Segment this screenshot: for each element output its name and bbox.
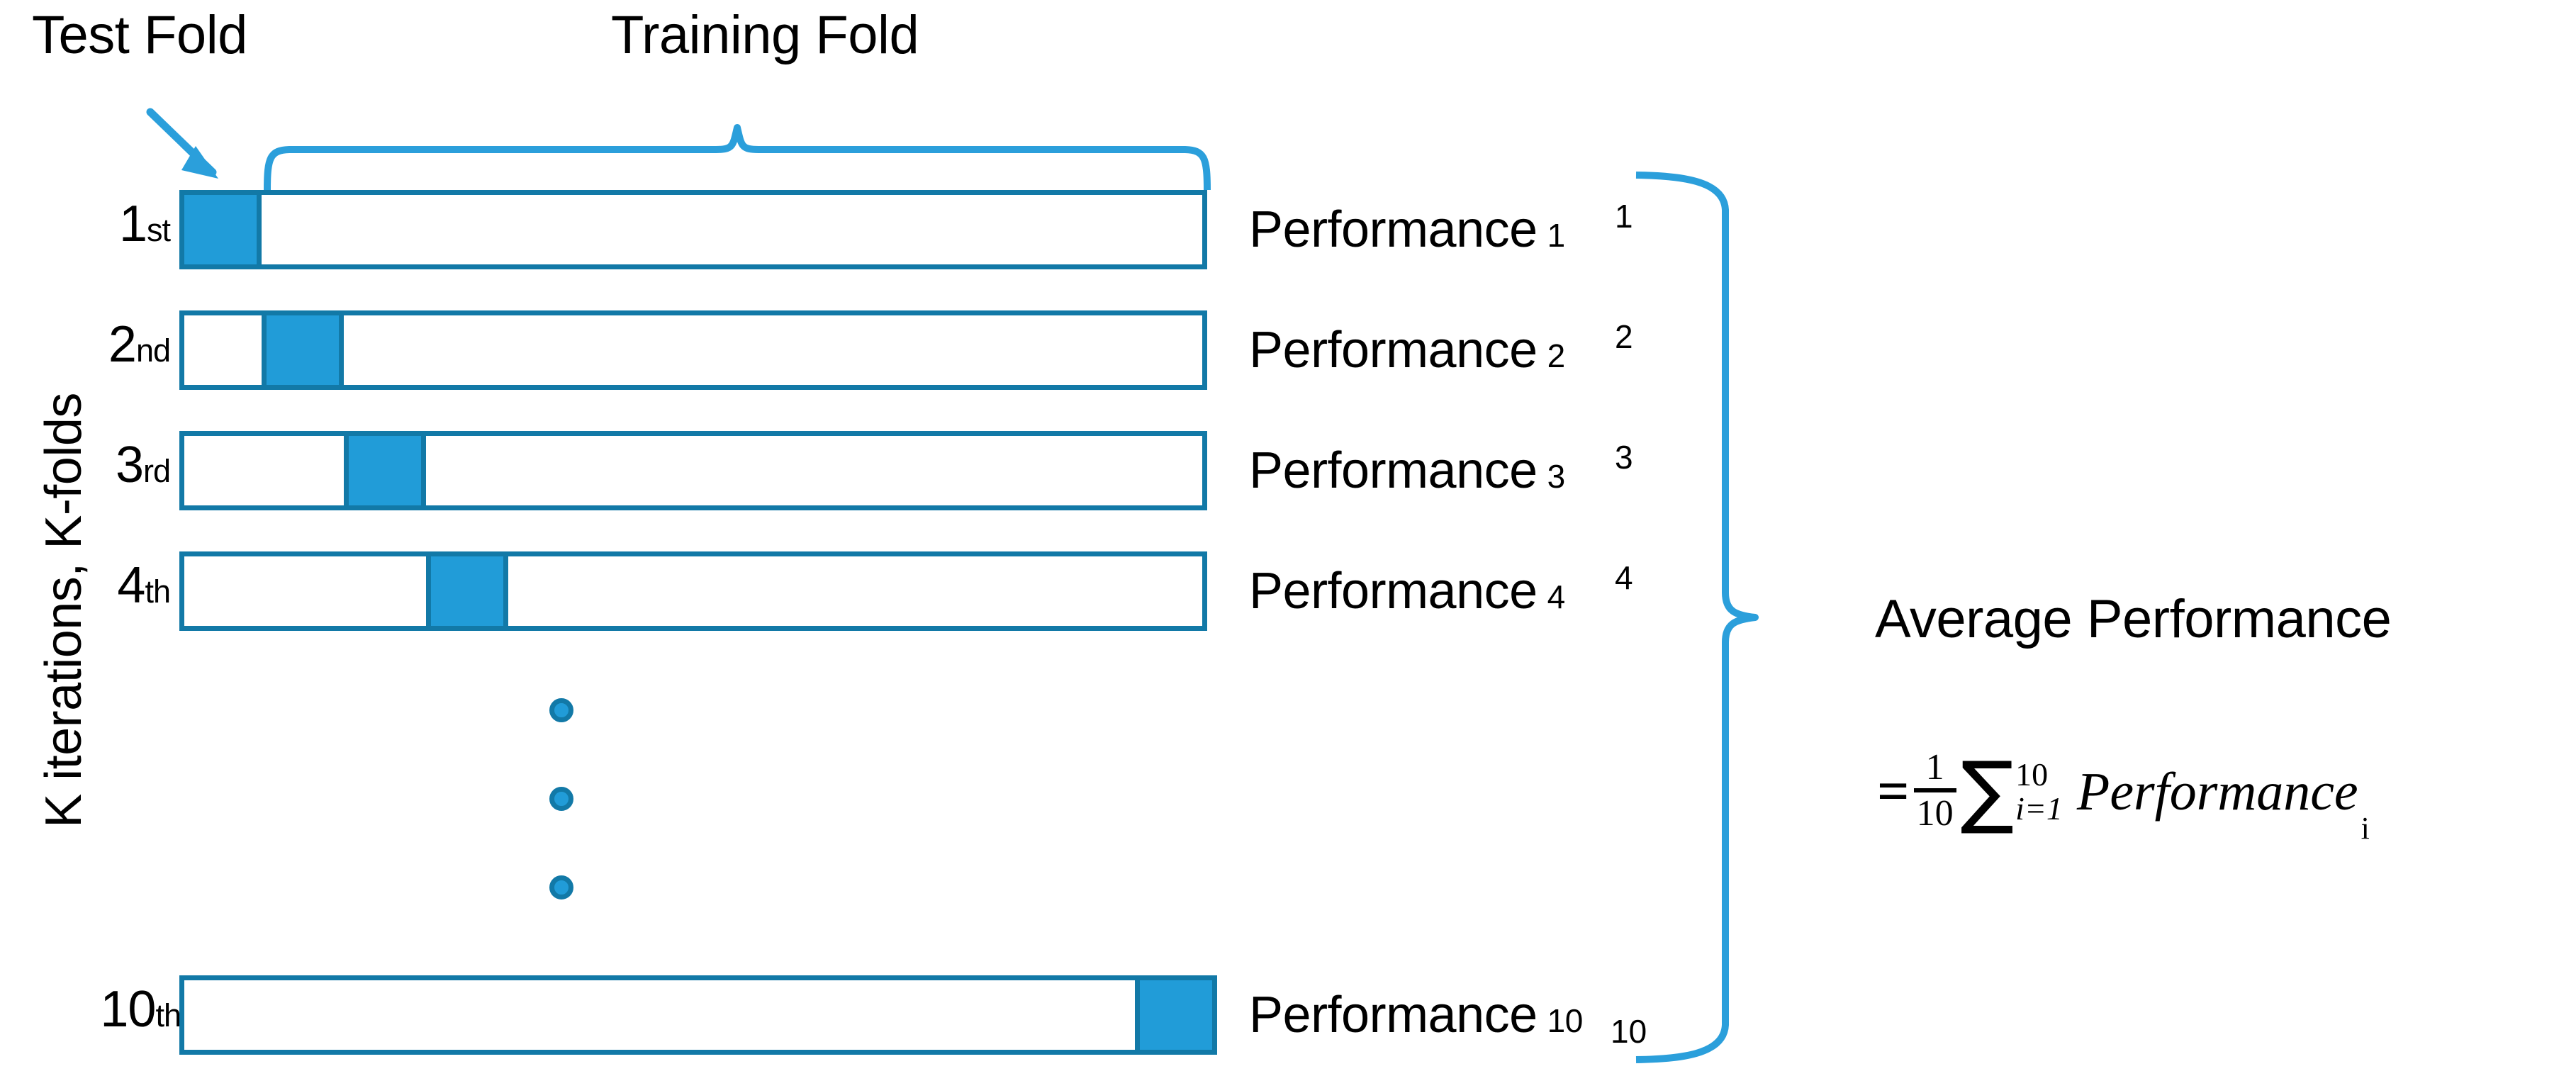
test-fold-arrow bbox=[146, 108, 218, 179]
brace-tick-2: 2 bbox=[1615, 318, 1633, 355]
row-number-10: 10 bbox=[100, 981, 156, 1038]
row-label-2: 2nd bbox=[28, 316, 171, 373]
training-fold-brace bbox=[264, 124, 1211, 191]
average-performance-brace bbox=[1635, 172, 1759, 1063]
row-ordinal-2: nd bbox=[135, 332, 171, 369]
ellipsis-dot-3 bbox=[549, 875, 573, 900]
performance-text-10: Performance bbox=[1249, 987, 1538, 1043]
formula-fraction: 1 10 bbox=[1913, 747, 1956, 834]
fold-bar-row-4 bbox=[179, 551, 1207, 631]
performance-text-3: Performance bbox=[1249, 442, 1538, 499]
average-performance-formula: = 1 10 ∑ 10 i=1 Performance i bbox=[1877, 745, 2370, 846]
formula-denominator: 10 bbox=[1916, 793, 1954, 834]
brace-tick-4: 4 bbox=[1615, 559, 1633, 596]
test-fold-label: Test Fold bbox=[32, 5, 247, 65]
formula-equals: = bbox=[1877, 760, 1910, 823]
row-label-4: 4th bbox=[28, 557, 171, 614]
row-number-2: 2 bbox=[108, 316, 137, 373]
row-ordinal-3: rd bbox=[142, 453, 171, 489]
formula-term: Performance bbox=[2076, 761, 2358, 822]
row-number-1: 1 bbox=[118, 196, 147, 252]
test-fold-cell-row-2 bbox=[262, 310, 344, 390]
test-fold-cell-row-10 bbox=[1135, 975, 1217, 1055]
formula-term-subscript: i bbox=[2361, 811, 2370, 846]
fold-bar-row-10 bbox=[179, 975, 1217, 1055]
row-ordinal-1: st bbox=[146, 212, 171, 248]
row-ordinal-10: th bbox=[155, 997, 181, 1033]
test-fold-cell-row-1 bbox=[179, 190, 262, 269]
sigma-icon: ∑ bbox=[1960, 745, 2015, 838]
performance-subscript-2: 2 bbox=[1547, 337, 1566, 374]
row-number-3: 3 bbox=[115, 437, 144, 493]
formula-limits: 10 i=1 bbox=[2015, 756, 2063, 827]
formula-summation: ∑ 10 i=1 bbox=[1960, 745, 2063, 838]
brace-tick-1: 1 bbox=[1615, 198, 1633, 235]
formula-lower-limit: i=1 bbox=[2015, 790, 2063, 827]
row-label-1: 1st bbox=[28, 196, 171, 252]
performance-text-4: Performance bbox=[1249, 563, 1538, 620]
test-fold-cell-row-4 bbox=[426, 551, 508, 631]
formula-numerator: 1 bbox=[1925, 747, 1944, 788]
performance-subscript-4: 4 bbox=[1547, 578, 1566, 615]
ellipsis-dot-2 bbox=[549, 787, 573, 811]
fold-bar-row-2 bbox=[179, 310, 1207, 390]
row-label-10: 10th bbox=[28, 984, 181, 1035]
row-number-4: 4 bbox=[117, 557, 145, 614]
formula-upper-limit: 10 bbox=[2015, 756, 2049, 792]
ellipsis-dot-1 bbox=[549, 698, 573, 722]
brace-tick-10: 10 bbox=[1611, 1013, 1647, 1050]
row-ordinal-4: th bbox=[145, 573, 171, 610]
fold-bar-row-1 bbox=[179, 190, 1207, 269]
fold-bar-row-3 bbox=[179, 431, 1207, 510]
brace-tick-3: 3 bbox=[1615, 439, 1633, 476]
performance-subscript-1: 1 bbox=[1547, 217, 1566, 254]
training-fold-label: Training Fold bbox=[611, 5, 919, 65]
performance-subscript-10: 10 bbox=[1547, 1002, 1584, 1039]
average-performance-label: Average Performance bbox=[1875, 589, 2392, 649]
test-fold-cell-row-3 bbox=[344, 431, 426, 510]
formula-fraction-bar bbox=[1913, 788, 1956, 793]
performance-subscript-3: 3 bbox=[1547, 458, 1566, 495]
performance-text-2: Performance bbox=[1249, 322, 1538, 379]
performance-text-1: Performance bbox=[1249, 201, 1538, 258]
row-label-3: 3rd bbox=[28, 437, 171, 493]
